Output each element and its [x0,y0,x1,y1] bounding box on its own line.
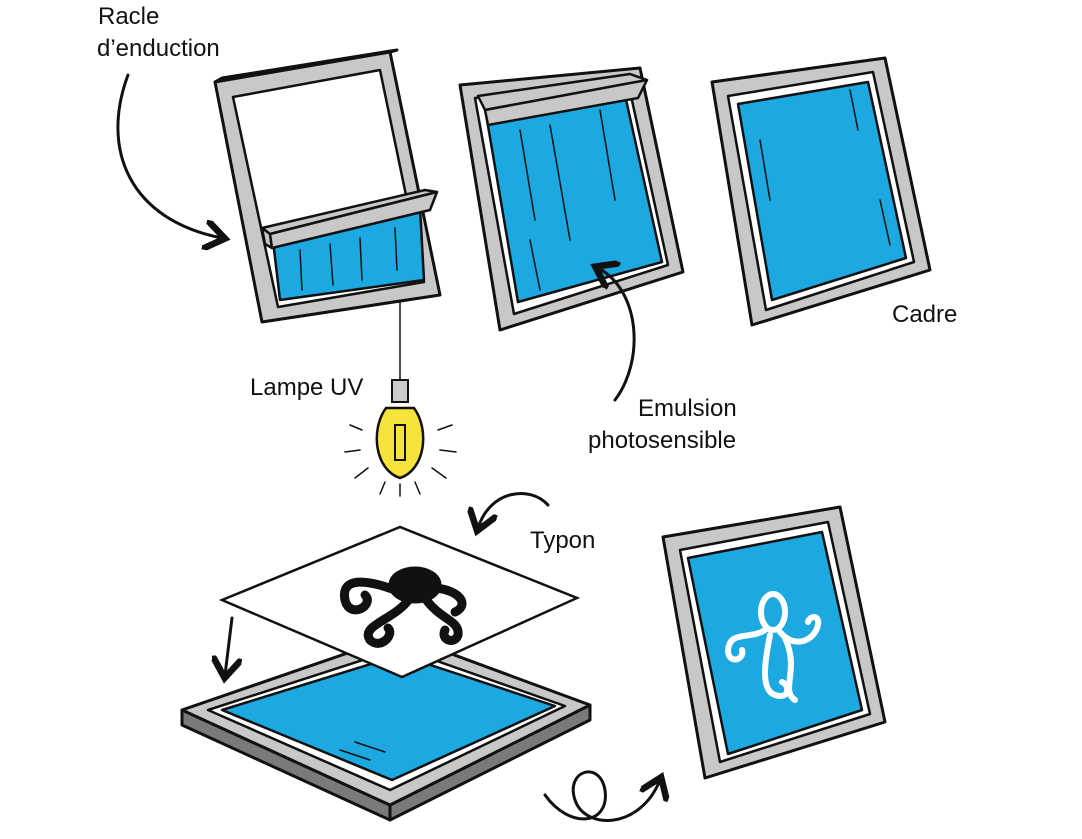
uv-lamp [344,299,457,497]
label-emulsion-line1: Emulsion [638,395,737,422]
arrow-loop [543,770,660,822]
film-typon [218,525,581,679]
squeegee [260,188,439,250]
octopus-design-white [724,591,822,703]
octopus-design-black [340,566,467,648]
arrow-squeegee [116,73,222,238]
arrow-down [225,616,232,675]
frame-coating-step [213,48,442,324]
label-squeegee-line1: Racle [98,3,160,30]
frame-coated-step [458,66,685,332]
arrow-emulsion [598,268,636,402]
label-emulsion-line2: photosensible [588,427,737,454]
label-squeegee-line2: d’enduction [97,35,220,62]
frame-exposed [661,505,887,780]
label-uv-lamp: Lampe UV [250,374,364,401]
frame-exposure [180,633,592,822]
squeegee [476,72,649,127]
frame-dried [710,56,932,327]
label-film: Typon [530,527,596,554]
label-frame: Cadre [892,301,958,328]
arrow-film-place [478,491,550,528]
